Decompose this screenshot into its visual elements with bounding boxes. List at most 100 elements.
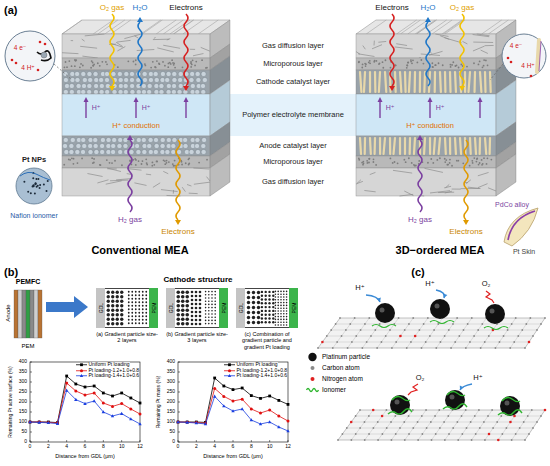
carbon-fiber — [206, 177, 210, 181]
square-marker — [102, 392, 105, 395]
carbon-atom — [447, 415, 449, 417]
carbon-fiber — [485, 45, 494, 46]
mpl-particle — [135, 59, 137, 61]
text-label: O₂ gas — [100, 4, 124, 13]
mpl-particle — [121, 164, 123, 166]
catalyst-particle — [142, 77, 147, 82]
legend-sample — [76, 374, 87, 379]
mpl-particle — [82, 65, 84, 67]
catalyst-dot — [275, 291, 277, 293]
catalyst-dot — [286, 319, 288, 321]
carbon-fiber — [473, 34, 490, 36]
mpl-particle — [129, 159, 131, 161]
catalyst-dot — [181, 290, 185, 294]
x-tick — [48, 440, 49, 442]
mpl-particle — [135, 164, 137, 166]
mpl-particle — [473, 62, 475, 64]
mpl-particle — [80, 63, 82, 65]
carbon-fiber — [124, 34, 140, 38]
mpl-particle — [394, 161, 396, 163]
catalyst-dot — [145, 301, 147, 303]
catalyst-particle — [153, 71, 158, 76]
mpl-particle — [135, 64, 137, 66]
text-label: 4 e⁻ — [14, 44, 26, 51]
catalyst-dot — [191, 291, 194, 294]
catalyst-dot — [142, 319, 144, 321]
carbon-atom — [368, 433, 370, 435]
tick-label: 2 — [47, 444, 50, 450]
catalyst-dot — [208, 310, 210, 312]
carbon-atom — [376, 347, 378, 349]
catalyst-dot — [176, 304, 180, 308]
catalyst-dot — [283, 324, 285, 326]
carbon-fiber — [187, 185, 191, 187]
carbon-atom — [406, 347, 408, 349]
carbon-atom — [438, 409, 440, 411]
square-marker — [232, 388, 235, 391]
ordered-nanowire — [394, 138, 395, 154]
carbon-atom — [332, 347, 334, 349]
triangle-marker — [240, 407, 243, 410]
carbon-atom — [501, 433, 503, 435]
catalyst-dot — [286, 313, 288, 315]
x-tick — [178, 440, 179, 442]
mpl-particle — [93, 162, 95, 164]
catalyst-dot — [252, 321, 255, 324]
catalyst-particle — [130, 83, 135, 88]
carbon-fiber — [163, 171, 168, 173]
triangle-marker — [222, 404, 225, 407]
oxygen-flow — [460, 14, 464, 86]
catalyst-dot — [205, 294, 207, 296]
triangle-marker — [74, 398, 77, 401]
x-tick — [66, 440, 67, 442]
carbon-atom — [381, 341, 383, 343]
mpl-particle — [445, 159, 447, 161]
catalyst-dot — [138, 305, 140, 307]
carbon-atom — [496, 421, 498, 423]
catalyst-particle — [196, 77, 201, 82]
mpl-particle — [444, 161, 446, 163]
carbon-fiber — [193, 54, 203, 56]
axis-title: Remaining Pt mass (%) — [156, 376, 162, 429]
tick-label: 150 — [19, 409, 27, 415]
legend-text: Nitrogen atom — [322, 375, 363, 382]
pem-strip: PEM — [219, 288, 228, 328]
carbon-atom — [466, 427, 468, 429]
mpl-particle — [109, 162, 111, 164]
catalyst-dot — [211, 323, 213, 325]
pt-nanoparticle — [30, 192, 32, 194]
mpl-layer — [62, 156, 210, 168]
mpl-particle — [358, 159, 360, 161]
mpl-particle — [432, 162, 434, 164]
carbon-atom — [513, 341, 515, 343]
square-marker — [111, 395, 114, 398]
catalyst-dot — [195, 295, 198, 298]
catalyst-particle — [201, 143, 206, 148]
catalyst-dot — [261, 317, 263, 319]
catalyst-dot — [138, 319, 140, 321]
catalyst-particle — [87, 71, 92, 76]
catalyst-dot — [138, 308, 140, 310]
carbon-atom — [410, 341, 412, 343]
mpl-particle — [456, 160, 458, 162]
carbon-atom — [524, 347, 526, 349]
catalyst-dot — [142, 301, 144, 303]
carbon-atom — [517, 335, 519, 337]
lattice-line — [472, 410, 493, 440]
square-marker — [259, 397, 262, 400]
layer-name: Polymer electrolyte membrane — [232, 111, 354, 119]
mpl-particle — [158, 63, 160, 65]
catalyst-dot — [286, 291, 288, 293]
catalyst-particle — [117, 71, 122, 76]
catalyst-dot — [275, 321, 277, 323]
legend-item: Pt loading-1.4+1.0+0.6 — [76, 373, 139, 379]
legend-item: Ionomer — [306, 385, 346, 395]
triangle-marker — [37, 421, 40, 424]
ordered-nanowire — [475, 138, 476, 154]
mpl-particle — [389, 157, 391, 159]
mpl-particle — [476, 158, 478, 160]
gdl-layer — [356, 34, 496, 58]
mpl-particle — [361, 67, 363, 69]
catalyst-particle — [190, 137, 195, 142]
data-line — [178, 396, 288, 431]
